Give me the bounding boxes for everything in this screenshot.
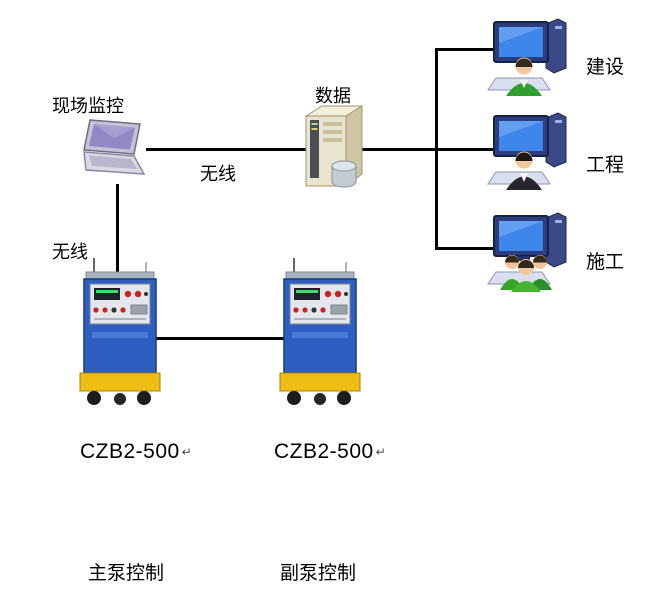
link-client-top: [435, 48, 494, 51]
workstation-icon-gongcheng: [482, 110, 576, 190]
link-server-client-middle: [360, 148, 494, 151]
model-text-aux: CZB2-500: [274, 440, 374, 463]
return-mark: ↵: [375, 445, 387, 459]
laptop-icon: [78, 118, 150, 186]
link-client-bottom: [435, 247, 494, 250]
label-client-shigong: 施工: [586, 252, 625, 273]
link-controller-controller: [156, 337, 284, 340]
label-data-server: 数据: [315, 86, 351, 106]
model-text-main: CZB2-500: [80, 440, 180, 463]
label-model-main: CZB2-500↵: [80, 440, 192, 464]
label-wireless-horizontal: 无线: [200, 164, 236, 184]
link-laptop-controller: [116, 184, 119, 274]
workstation-icon-jianshe: [482, 16, 576, 96]
label-model-aux: CZB2-500↵: [274, 440, 386, 464]
server-icon: [298, 104, 370, 196]
label-client-jianshe: 建设: [586, 57, 625, 78]
label-site-monitor: 现场监控: [52, 96, 124, 116]
link-laptop-server: [146, 148, 306, 151]
database-cylinder: [331, 160, 357, 188]
controller-aux-icon: [278, 258, 362, 408]
label-caption-aux-pump: 副泵控制: [280, 563, 357, 584]
workstation-icon-shigong: [482, 210, 576, 292]
label-wireless-vertical: 无线: [52, 242, 88, 262]
label-client-gongcheng: 工程: [586, 155, 625, 176]
return-mark: ↵: [181, 445, 193, 459]
link-clients-vertical: [435, 48, 438, 250]
label-caption-main-pump: 主泵控制: [88, 563, 165, 584]
controller-main-icon: [78, 258, 162, 408]
